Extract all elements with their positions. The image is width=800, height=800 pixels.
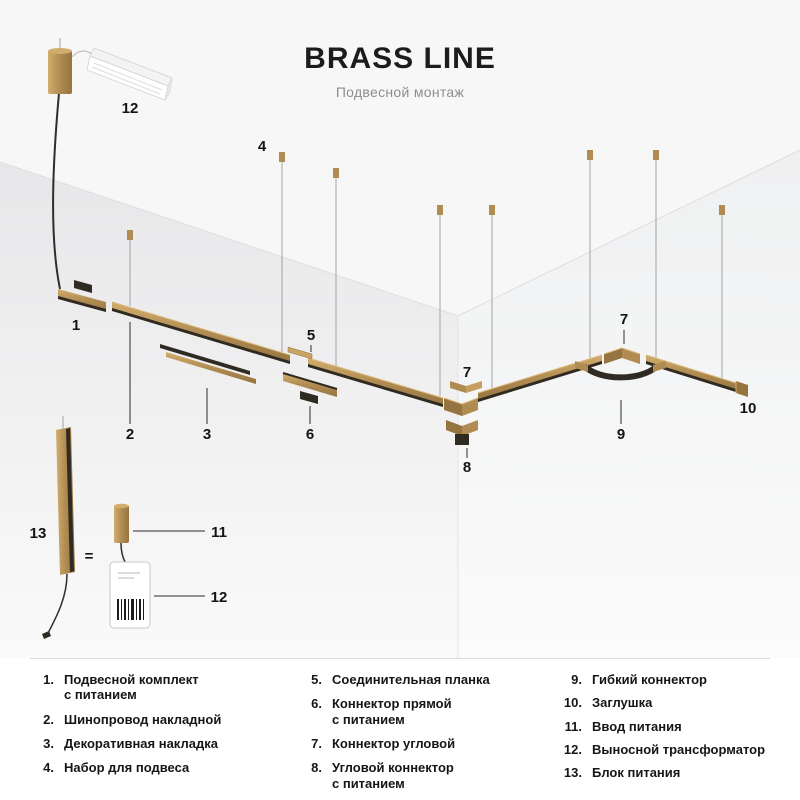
suspension-wire (279, 152, 285, 352)
label-7a: 7 (463, 364, 471, 381)
suspension-wire (587, 150, 593, 358)
label-8: 8 (463, 459, 471, 476)
scene-illustration: 12 4 1 2 3 5 6 7 8 7 9 10 13 = 11 12 (0, 0, 800, 658)
legend-item-number: 7. (311, 735, 322, 751)
label-2: 2 (126, 426, 134, 443)
legend-item-label: Декоративная накладка (64, 735, 218, 751)
legend-column-2: 5. Соединительная планка 6. Коннектор прям… (298, 672, 558, 800)
remote-transformer-ceiling (86, 47, 173, 101)
suspension-wire (719, 205, 725, 378)
pendant-cylinder-top (48, 48, 72, 54)
legend-item: 9. Гибкий коннектор (558, 672, 770, 687)
legend-item-number: 3. (43, 735, 54, 751)
legend-item-label: Подвесной комплект с питанием (64, 672, 199, 703)
legend-item: 4. Набор для подвеса (30, 760, 298, 775)
transformer-end-face (164, 77, 173, 101)
transformer-vents (117, 599, 144, 620)
legend-item: 2. Шинопровод накладной (30, 712, 298, 727)
label-1: 1 (72, 317, 80, 334)
legend-item: 6. Коннектор прямой с питанием (298, 696, 558, 727)
track-segment (307, 357, 444, 407)
legend-item-label: Коннектор прямой с питанием (332, 696, 452, 727)
transformer-channel-line (91, 66, 161, 95)
label-12-ceiling: 12 (122, 100, 139, 117)
remote-transformer-unit (109, 561, 151, 629)
power-feed-piece (58, 280, 106, 312)
legend-item-number: 8. (311, 760, 322, 776)
legend-item: 10. Заглушка (558, 695, 770, 710)
legend-item-label: Шинопровод накладной (64, 711, 222, 727)
suspension-wire (653, 150, 659, 358)
flexible-connector (575, 361, 666, 381)
suspension-wires (127, 150, 725, 396)
legend-item-label: Выносной трансформатор (592, 741, 766, 757)
suspension-wire (437, 205, 443, 396)
part-number-labels: 12 4 1 2 3 5 6 7 8 7 9 10 13 = 11 12 (30, 100, 757, 606)
legend-item-label: Блок питания (592, 765, 681, 781)
legend-item-label: Ввод питания (592, 718, 682, 734)
legend-item: 7. Коннектор угловой (298, 736, 558, 751)
corner-connector-right (603, 347, 641, 364)
connector-plate (287, 346, 313, 360)
legend-item-label: Заглушка (592, 695, 653, 711)
legend-item-number: 9. (571, 672, 582, 687)
legend-item-label: Коннектор угловой (332, 735, 456, 751)
legend-item: 3. Декоративная накладка (30, 736, 298, 751)
legend-item: 13. Блок питания (558, 765, 770, 780)
legend-item-number: 2. (43, 711, 54, 727)
corner-connector-upper (450, 381, 482, 393)
legend-item-number: 13. (563, 765, 582, 781)
legend-item-number: 4. (43, 760, 54, 776)
track-corner-joint (443, 397, 479, 416)
track-segment (477, 354, 603, 402)
legend-item: 8. Угловой коннектор с питанием (298, 760, 558, 791)
legend-column-3: 9. Гибкий коннектор 10. Заглушка 11. Ввод п… (558, 672, 770, 800)
straight-connector-power (282, 372, 338, 404)
pendant-cylinder (48, 50, 72, 94)
legend-item: 1. Подвесной комплект с питанием (30, 672, 298, 703)
legend-item-number: 5. (311, 672, 322, 687)
power-cable (52, 92, 61, 290)
legend-item-number: 10. (563, 695, 582, 711)
label-12-unit: 12 (211, 589, 228, 606)
legend-item-number: 6. (311, 696, 322, 712)
callout-lines (129, 322, 625, 597)
legend: 1. Подвесной комплект с питанием 2. Шинопр… (30, 658, 770, 800)
suspension-wire (333, 168, 339, 366)
label-5: 5 (307, 327, 315, 344)
legend-item-label: Соединительная планка (332, 672, 490, 687)
end-cap (735, 381, 748, 397)
label-6: 6 (306, 426, 314, 443)
label-13: 13 (30, 525, 47, 542)
legend-item: 12. Выносной трансформатор (558, 742, 770, 757)
track-segment (645, 354, 737, 392)
corner-connector-power (446, 420, 478, 445)
equals-sign: = (85, 548, 94, 565)
track-segment (111, 301, 291, 364)
power-input-cylinder (114, 503, 129, 563)
suspension-wire (127, 230, 133, 306)
legend-item-label: Гибкий коннектор (592, 672, 707, 687)
pendant-power-kit (48, 38, 96, 290)
label-11: 11 (211, 524, 227, 541)
transformer-channel-line (93, 62, 163, 91)
right-wall (458, 150, 800, 658)
label-4: 4 (258, 138, 267, 155)
legend-item-number: 12. (563, 741, 582, 757)
ceiling (0, 0, 800, 316)
power-supply-strip (42, 416, 75, 639)
legend-item: 5. Соединительная планка (298, 672, 558, 687)
legend-item-label: Набор для подвеса (64, 760, 190, 776)
label-7b: 7 (620, 311, 628, 328)
label-9: 9 (617, 426, 625, 443)
legend-item-number: 11. (564, 718, 582, 734)
suspension-wire (489, 205, 495, 389)
legend-item-number: 1. (43, 672, 54, 687)
legend-item: 11. Ввод питания (558, 719, 770, 734)
legend-column-1: 1. Подвесной комплект с питанием 2. Шинопр… (30, 672, 298, 800)
legend-item-label: Угловой коннектор с питанием (332, 760, 454, 791)
decorative-cover (160, 344, 256, 384)
label-10: 10 (740, 400, 757, 417)
label-3: 3 (203, 426, 211, 443)
